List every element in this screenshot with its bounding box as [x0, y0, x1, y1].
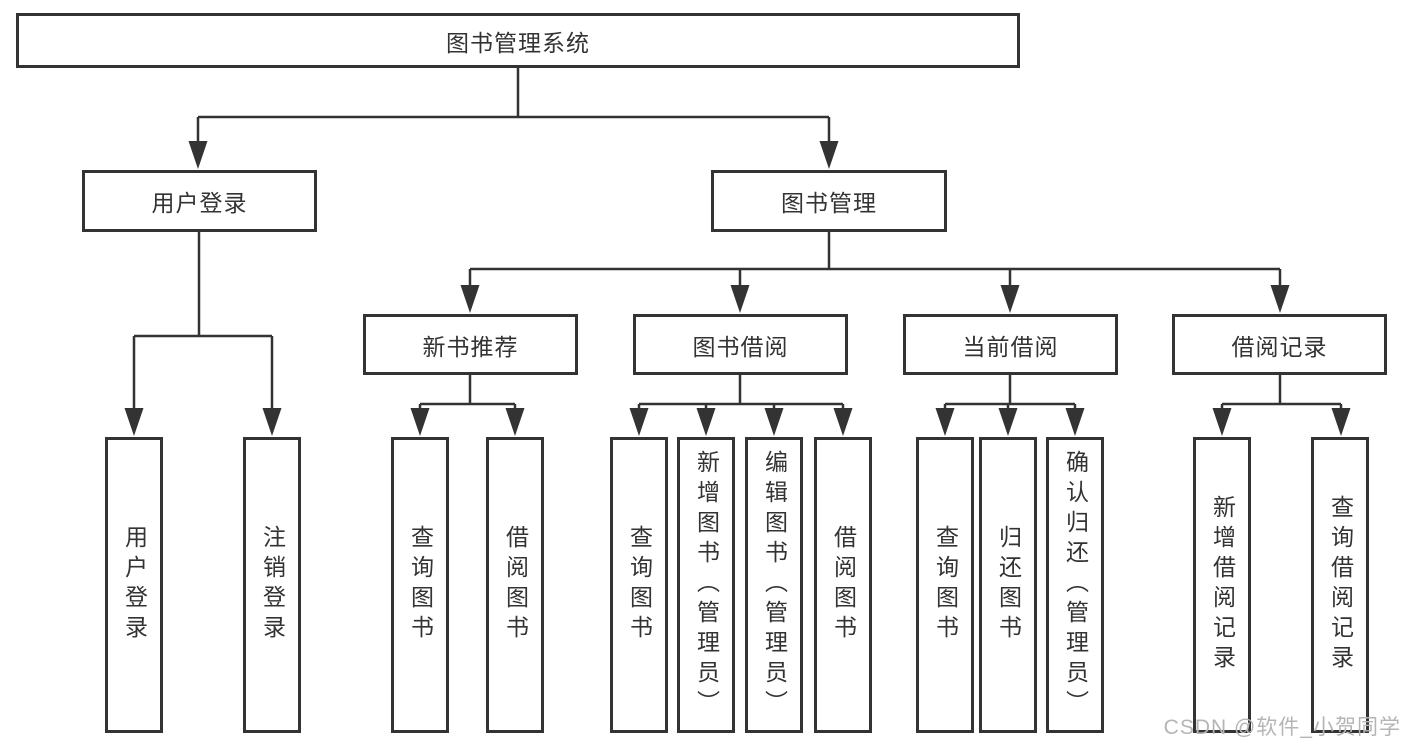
- arrowhead-icon: [1065, 408, 1085, 436]
- arrowhead-icon: [764, 408, 784, 436]
- node-book-borrow: 图书借阅: [633, 314, 848, 375]
- node-leaf-borrow-book-recommend: 借阅图书: [486, 437, 544, 733]
- node-leaf-return-book: 归还图书: [979, 437, 1037, 733]
- node-label: 借阅记录: [1231, 333, 1328, 360]
- arrowhead-icon: [188, 141, 208, 169]
- node-label: 归还图书: [995, 525, 1022, 645]
- arrowhead-icon: [124, 408, 144, 436]
- node-book-management: 图书管理: [711, 170, 947, 232]
- node-label: 图书借阅: [692, 333, 789, 360]
- node-label: 图书管理: [781, 190, 877, 216]
- node-label: 图书管理系统: [446, 29, 590, 56]
- arrowhead-icon: [819, 141, 839, 169]
- connector-borrow-group: [637, 375, 845, 429]
- node-system-root: 图书管理系统: [16, 13, 1020, 68]
- node-label: 借阅图书: [830, 525, 857, 645]
- node-user-login: 用户登录: [82, 170, 317, 232]
- node-leaf-borrow-book: 借阅图书: [814, 437, 872, 733]
- node-leaf-query-borrow-record: 查询借阅记录: [1311, 437, 1369, 733]
- node-leaf-add-borrow-record: 新增借阅记录: [1193, 437, 1251, 733]
- node-label: 查询图书: [932, 525, 959, 645]
- node-leaf-query-book-recommend: 查询图书: [391, 437, 449, 733]
- node-leaf-logout: 注销登录: [243, 437, 301, 733]
- node-label: 查询图书: [626, 525, 653, 645]
- node-leaf-edit-book-admin: 编辑图书（管理员）: [745, 437, 803, 733]
- node-label: 查询借阅记录: [1327, 495, 1354, 675]
- connector-login-group: [132, 232, 274, 429]
- node-label: 编辑图书（管理员）: [761, 450, 788, 720]
- node-leaf-add-book-admin: 新增图书（管理员）: [677, 437, 735, 733]
- arrowhead-icon: [696, 408, 716, 436]
- node-leaf-query-book-current: 查询图书: [916, 437, 974, 733]
- node-label: 查询图书: [407, 525, 434, 645]
- node-label: 用户登录: [151, 190, 248, 216]
- node-borrow-record: 借阅记录: [1172, 314, 1387, 375]
- arrowhead-icon: [1000, 285, 1020, 313]
- node-leaf-confirm-return-admin: 确认归还（管理员）: [1046, 437, 1104, 733]
- node-label: 新书推荐: [422, 333, 519, 360]
- connector-mgmt-group: [468, 232, 1282, 306]
- arrowhead-icon: [998, 408, 1018, 436]
- arrowhead-icon: [629, 408, 649, 436]
- arrowhead-icon: [262, 408, 282, 436]
- node-label: 用户登录: [121, 525, 148, 645]
- arrowhead-icon: [460, 285, 480, 313]
- node-label: 确认归还（管理员）: [1062, 450, 1089, 720]
- arrowhead-icon: [410, 408, 430, 436]
- arrowhead-icon: [730, 285, 750, 313]
- node-leaf-query-book-borrow: 查询图书: [610, 437, 668, 733]
- arrowhead-icon: [935, 408, 955, 436]
- node-label: 注销登录: [259, 525, 286, 645]
- node-label: 当前借阅: [962, 333, 1059, 360]
- node-current-borrow: 当前借阅: [903, 314, 1118, 375]
- arrowhead-icon: [1270, 285, 1290, 313]
- node-label: 借阅图书: [502, 525, 529, 645]
- arrowhead-icon: [1212, 408, 1232, 436]
- arrowhead-icon: [505, 408, 525, 436]
- node-label: 新增图书（管理员）: [693, 450, 720, 720]
- node-leaf-user-login: 用户登录: [105, 437, 163, 733]
- arrowhead-icon: [1331, 408, 1351, 436]
- arrowheads: [124, 141, 1351, 436]
- connector-record-group: [1220, 375, 1343, 429]
- csdn-watermark: CSDN @软件_小贺同学: [1163, 716, 1401, 739]
- node-new-book-recommend: 新书推荐: [363, 314, 578, 375]
- node-label: 新增借阅记录: [1209, 495, 1236, 675]
- connector-root-trunk: [196, 68, 831, 162]
- arrowhead-icon: [833, 408, 853, 436]
- connector-recommend-group: [418, 375, 517, 429]
